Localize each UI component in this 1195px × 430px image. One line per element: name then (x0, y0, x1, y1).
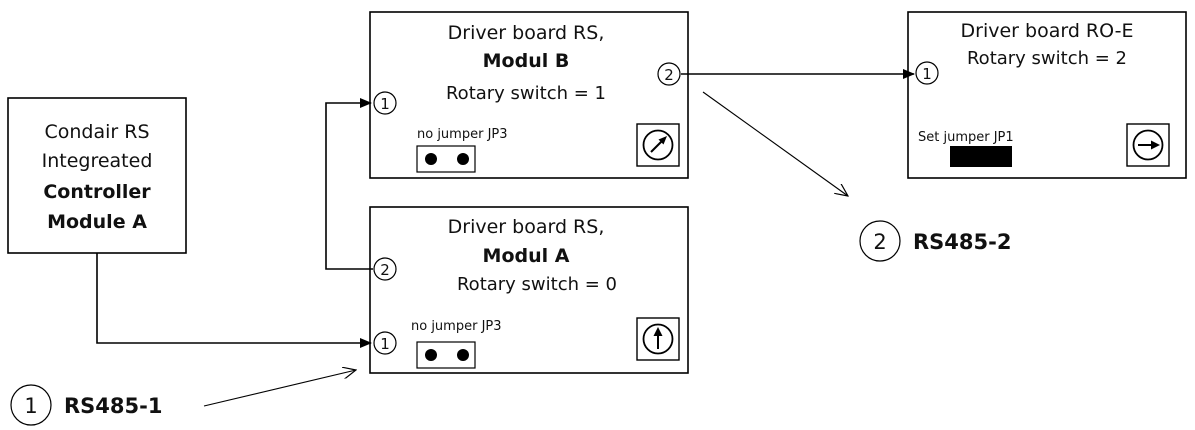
module-a-jumper-label: no jumper JP3 (411, 319, 502, 334)
port-1-roe: 1 (915, 61, 939, 85)
callout-arrow-rs485-1 (203, 370, 356, 407)
jumper-jp3-b (416, 145, 476, 173)
module-a-box: Driver board RS, Modul A Rotary switch =… (369, 206, 689, 374)
controller-line-2: Integreated (42, 150, 153, 172)
port-1-b: 1 (373, 91, 397, 115)
bus-label-rs485-2: 2 RS485-2 (859, 220, 1011, 262)
module-b-jumper-label: no jumper JP3 (417, 127, 508, 142)
rotary-switch-icon (636, 317, 680, 361)
roe-title: Driver board RO-E (961, 20, 1134, 42)
controller-line-4: Module A (47, 211, 147, 233)
controller-box: Condair RS Integreated Controller Module… (7, 97, 187, 254)
bus-2-label: RS485-2 (913, 230, 1011, 254)
bus-1-number: 1 (24, 394, 37, 418)
port-1-a: 1 (373, 331, 397, 355)
jumper-jp1 (950, 146, 1012, 167)
bus-label-rs485-1: 1 RS485-1 (10, 384, 162, 426)
module-b-rotary: Rotary switch = 1 (446, 83, 606, 104)
module-a-name: Modul A (483, 245, 570, 267)
port-2-b-label: 2 (664, 66, 674, 84)
module-a-title: Driver board RS, (448, 216, 605, 238)
port-2-a: 2 (373, 257, 397, 281)
module-b-box: Driver board RS, Modul B Rotary switch =… (369, 11, 689, 179)
controller-line-3: Controller (43, 181, 151, 203)
jumper-jp3-a (416, 341, 476, 369)
controller-line-1: Condair RS (44, 121, 149, 143)
port-2-a-label: 2 (380, 261, 390, 279)
rotary-switch-icon (1126, 123, 1170, 167)
roe-rotary: Rotary switch = 2 (967, 48, 1127, 69)
wire-module-a-to-module-b (325, 98, 373, 270)
rotary-switch-icon (636, 123, 680, 167)
bus-2-number: 2 (873, 230, 886, 254)
callout-arrow-rs485-2 (702, 91, 848, 196)
module-a-rotary: Rotary switch = 0 (457, 274, 617, 295)
roe-jumper-label: Set jumper JP1 (918, 130, 1014, 145)
port-1-roe-label: 1 (922, 65, 932, 83)
port-1-b-label: 1 (380, 95, 390, 113)
port-1-a-label: 1 (380, 335, 390, 353)
port-2-b: 2 (657, 62, 681, 86)
bus-1-label: RS485-1 (64, 394, 162, 418)
roe-box: Driver board RO-E Rotary switch = 2 Set … (907, 11, 1187, 179)
module-b-title: Driver board RS, (448, 22, 605, 44)
wire-controller-to-module-a (96, 253, 372, 348)
module-b-name: Modul B (483, 50, 570, 72)
